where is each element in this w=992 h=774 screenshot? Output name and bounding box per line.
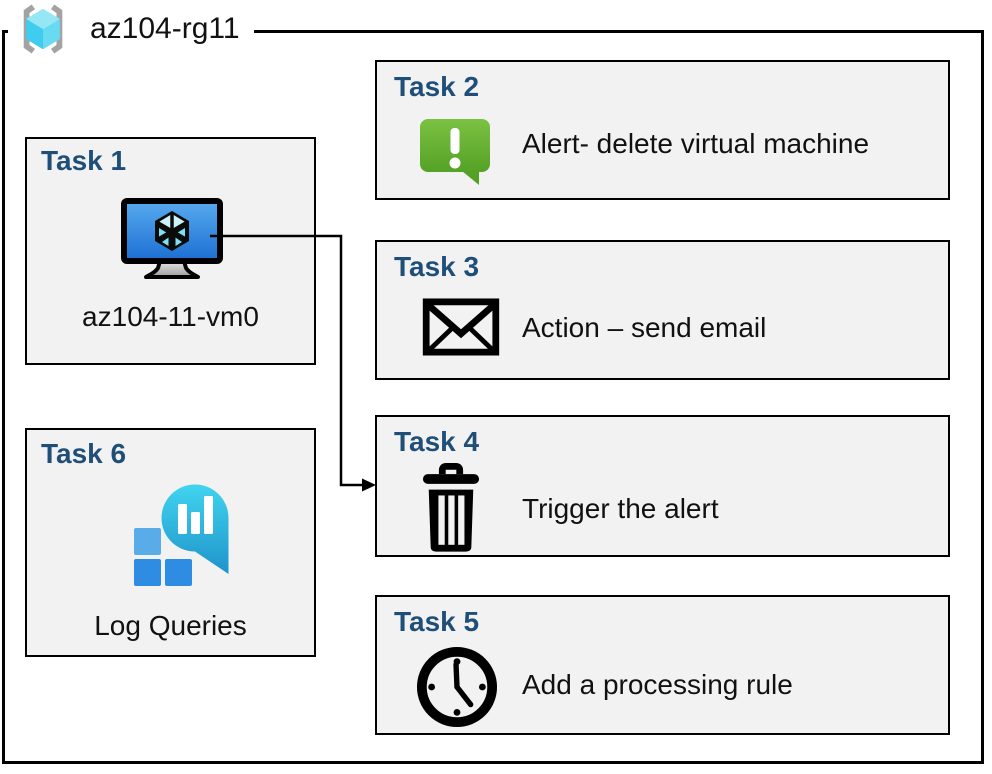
trigger-label: Trigger the alert [522,493,719,524]
virtual-machine-icon [120,197,224,285]
resource-group-outline [2,30,984,764]
alert-icon [419,118,493,188]
task2-heading: Task 2 [394,71,480,102]
task5-box: Task 5 Add a processing rule [375,595,950,735]
alert-label: Alert- delete virtual machine [522,128,870,159]
resource-group-icon [14,2,72,56]
task6-heading: Task 6 [41,438,127,469]
log-analytics-icon [134,482,238,586]
task2-box: Task 2 Alert- delete virtual machine [375,60,950,200]
clock-icon [416,646,498,728]
task3-heading: Task 3 [394,251,480,282]
trash-icon [421,463,481,555]
vm-name-label: az104-11-vm0 [82,301,259,332]
log-queries-label: Log Queries [94,610,247,641]
task1-box: Task 1 [25,137,316,365]
task1-heading: Task 1 [41,145,127,176]
task3-box: Task 3 Action – send email [375,240,950,380]
resource-group-name: az104-rg11 [90,12,240,45]
processing-rule-label: Add a processing rule [522,669,793,700]
resource-group-legend: az104-rg11 [8,0,254,58]
action-label: Action – send email [522,312,767,343]
email-icon [422,298,500,356]
task4-box: Task 4 Trigger the alert [375,415,950,557]
task6-box: Task 6 Log Queries [25,428,316,657]
task5-heading: Task 5 [394,606,480,637]
task4-heading: Task 4 [394,426,480,457]
